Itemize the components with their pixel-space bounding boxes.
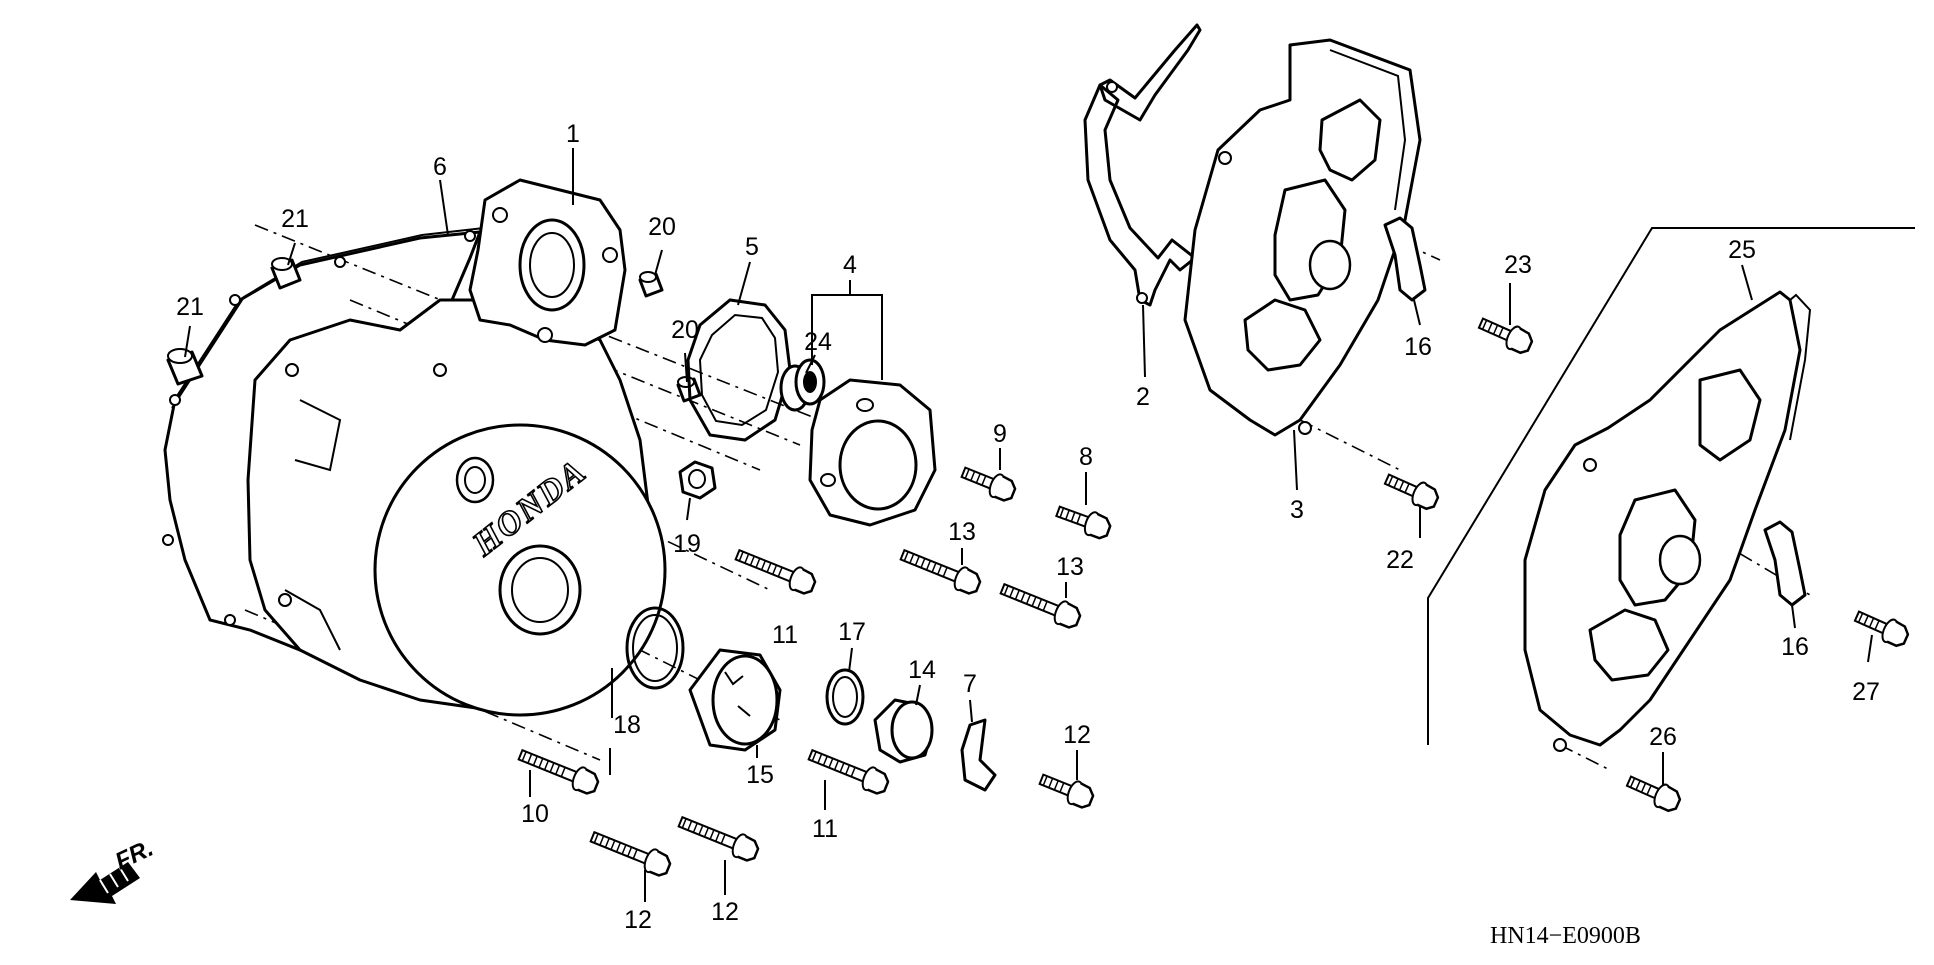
label-1: 1 — [566, 120, 580, 148]
part-number-labels: 1 2 3 4 5 6 7 8 9 10 11 11 12 12 12 13 1… — [176, 120, 1880, 934]
bolt-12c — [674, 809, 763, 865]
bolt-26 — [1622, 768, 1685, 816]
chain-guide-clip-b — [1763, 520, 1807, 607]
bolt-13a — [896, 542, 985, 598]
bolt-8 — [1052, 498, 1115, 543]
bolt-9 — [957, 459, 1020, 505]
label-18: 18 — [613, 711, 641, 739]
label-11a: 11 — [772, 621, 798, 649]
label-22: 22 — [1386, 546, 1414, 574]
label-26: 26 — [1649, 723, 1677, 751]
forward-direction-indicator: FR. — [70, 835, 158, 904]
o-ring-large — [625, 606, 685, 690]
label-12c: 12 — [711, 898, 739, 926]
o-ring-small — [825, 668, 865, 726]
label-21a: 21 — [281, 205, 309, 233]
label-3: 3 — [1290, 496, 1304, 524]
label-6: 6 — [433, 153, 447, 181]
label-11b: 11 — [812, 815, 838, 843]
label-5: 5 — [745, 233, 759, 261]
bolt-11b — [804, 742, 893, 798]
label-20b: 20 — [671, 316, 699, 344]
label-24: 24 — [804, 328, 832, 356]
label-27: 27 — [1852, 678, 1880, 706]
label-20a: 20 — [648, 213, 676, 241]
label-7: 7 — [963, 670, 977, 698]
bearing — [779, 358, 826, 412]
timing-hole-cap — [873, 698, 934, 764]
leader-lines — [184, 148, 1873, 902]
optional-sprocket-cover — [1523, 290, 1812, 752]
label-12a: 12 — [1063, 721, 1091, 749]
label-23: 23 — [1504, 251, 1532, 279]
crankshaft-hole-cap — [688, 648, 782, 752]
left-crankcase-cover: HONDA — [246, 178, 667, 717]
bolt-23 — [1474, 310, 1537, 358]
option-box-border — [1427, 227, 1915, 745]
label-4: 4 — [843, 251, 857, 279]
bolt-12a — [1035, 766, 1098, 812]
bolt-12b — [586, 824, 675, 880]
drain-nut — [678, 460, 717, 500]
bolt-10 — [514, 742, 603, 798]
label-15: 15 — [746, 761, 774, 789]
label-13a: 13 — [948, 518, 976, 546]
label-25: 25 — [1728, 236, 1756, 264]
diagram-code: HN14−E0900B — [1490, 923, 1641, 949]
dowel-pin-21a — [270, 257, 302, 290]
sprocket-cover-plate — [1083, 23, 1202, 307]
drive-sprocket-cover — [1183, 38, 1422, 437]
label-9: 9 — [993, 420, 1007, 448]
label-21b: 21 — [176, 293, 204, 321]
label-19: 19 — [673, 530, 701, 558]
label-2: 2 — [1136, 383, 1150, 411]
bolt-11a — [731, 542, 820, 598]
water-pump-cover — [808, 378, 937, 527]
chain-guide-clip-a — [1383, 216, 1427, 302]
bolt-13b — [996, 576, 1085, 632]
label-13b: 13 — [1056, 553, 1084, 581]
dowel-pin-20a — [638, 271, 664, 298]
label-16a: 16 — [1404, 333, 1432, 361]
bolt-22 — [1380, 466, 1443, 514]
cable-clamp — [960, 718, 997, 792]
bolt-27 — [1850, 603, 1913, 651]
label-12b: 12 — [624, 906, 652, 934]
label-17: 17 — [838, 618, 866, 646]
label-10: 10 — [521, 800, 549, 828]
label-8: 8 — [1079, 443, 1093, 471]
label-14: 14 — [908, 656, 936, 684]
cover-gasket-small — [686, 298, 792, 442]
label-16b: 16 — [1781, 633, 1809, 661]
